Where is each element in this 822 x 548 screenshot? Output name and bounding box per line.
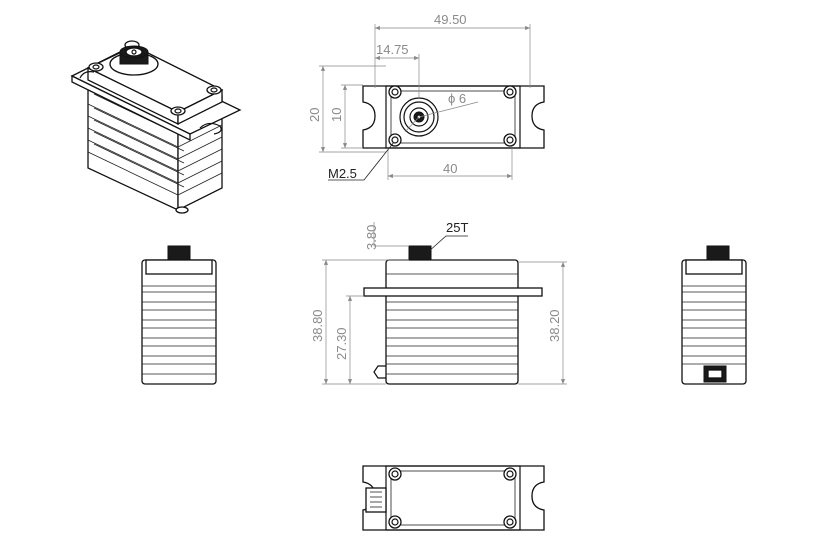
dim-tab-height: 27.30: [334, 327, 349, 360]
top-view: [319, 24, 545, 181]
top-screws: [388, 85, 517, 147]
dim-case-height: 38.20: [547, 309, 562, 342]
isometric-view: [70, 40, 242, 214]
bottom-screws: [388, 467, 517, 529]
dim-output-offset: 14.75: [376, 42, 409, 57]
dim-screw-size: M2.5: [328, 166, 357, 181]
front-view: [322, 222, 567, 385]
left-side-view: [141, 245, 217, 385]
dim-height-20: 20: [307, 108, 322, 122]
dim-gear-spline: 25T: [446, 220, 468, 235]
bottom-view: [362, 465, 545, 531]
dim-hole-spacing: 40: [443, 161, 457, 176]
right-side-view: [681, 245, 747, 385]
dim-shaft-diameter: ϕ 6: [448, 91, 466, 106]
dim-spline-height: 3.80: [364, 225, 379, 250]
dim-height-10: 10: [329, 108, 344, 122]
dim-overall-width: 49.50: [434, 12, 467, 27]
dim-total-height: 38.80: [310, 309, 325, 342]
